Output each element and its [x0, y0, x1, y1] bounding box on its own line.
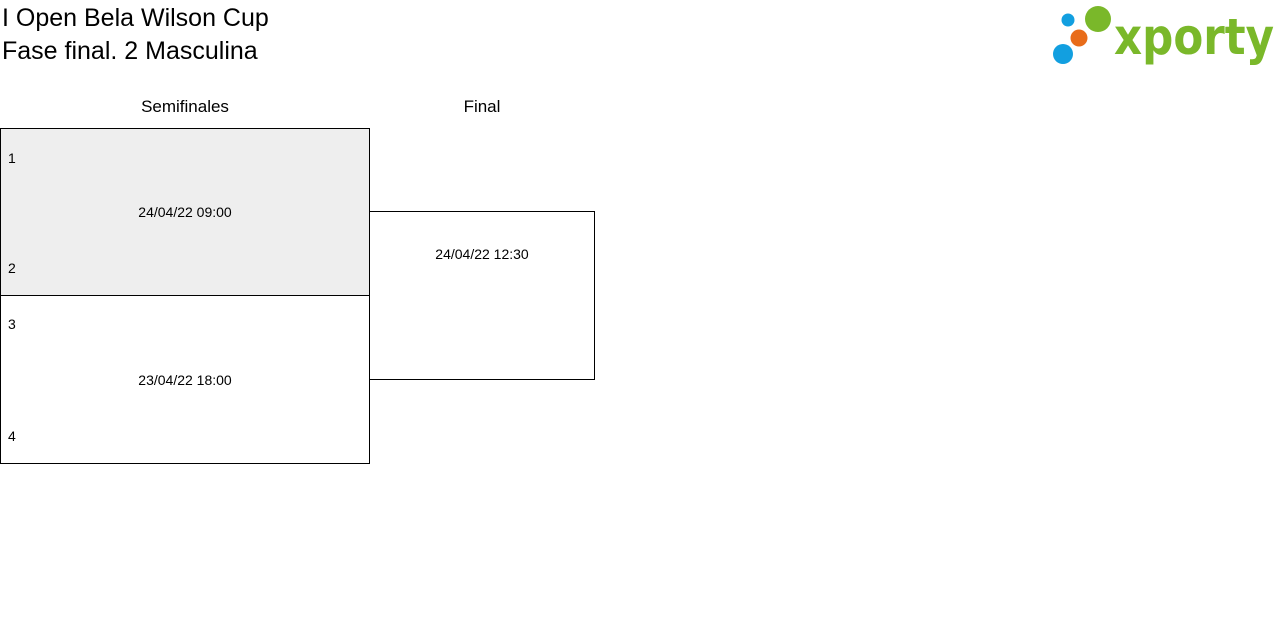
round-header-semifinales: Semifinales [141, 97, 229, 116]
logo-dot-green [1085, 6, 1111, 32]
logo-dot-orange [1070, 29, 1088, 47]
match-datetime: 24/04/22 09:00 [138, 204, 232, 220]
seed-bottom: 4 [8, 428, 16, 444]
logo-dot-blue-large [1053, 44, 1073, 64]
seed-top: 3 [8, 316, 16, 332]
match-datetime: 24/04/22 12:30 [435, 246, 529, 262]
seed-top: 1 [8, 150, 16, 166]
phase-name: Fase final. 2 Masculina [2, 37, 258, 65]
tournament-name: I Open Bela Wilson Cup [2, 4, 269, 32]
match-final[interactable]: 24/04/22 12:30 [369, 211, 595, 380]
match-semifinal-1[interactable]: 1 24/04/22 09:00 2 [0, 128, 370, 296]
round-header-final: Final [463, 97, 501, 116]
xporty-logo: xporty [1053, 6, 1274, 66]
match-datetime: 23/04/22 18:00 [138, 372, 232, 388]
match-semifinal-2[interactable]: 3 23/04/22 18:00 4 [0, 295, 370, 464]
logo-text: xporty [1114, 8, 1274, 66]
page-title: I Open Bela Wilson Cup Fase final. 2 Mas… [2, 2, 269, 68]
seed-bottom: 2 [8, 260, 16, 276]
logo-dot-blue-small [1061, 13, 1075, 27]
